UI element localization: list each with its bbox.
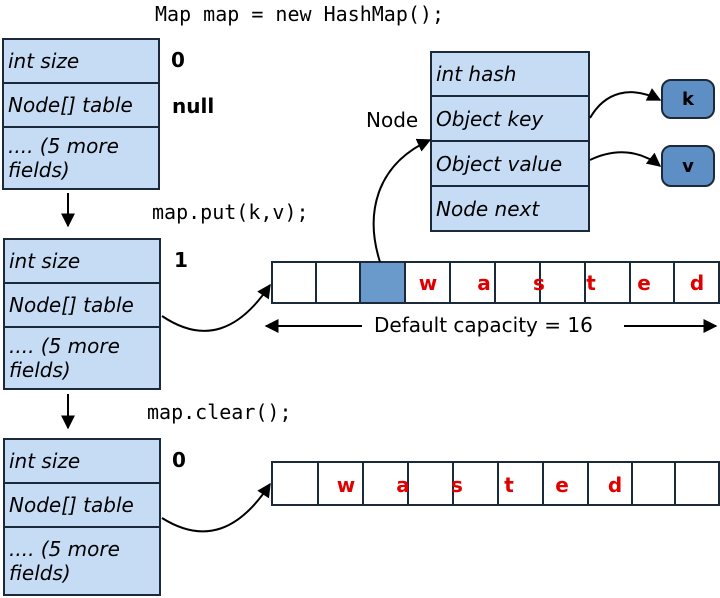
wasted-letter: s bbox=[451, 473, 463, 497]
field-node-table: Node[] table bbox=[5, 484, 159, 528]
array-slot bbox=[317, 461, 364, 506]
wasted-letter: w bbox=[336, 473, 356, 497]
field-more-fields: .... (5 more fields) bbox=[8, 134, 119, 182]
node-struct: int hash Object key Object value Node ne… bbox=[430, 51, 590, 232]
table-value-null: null bbox=[172, 94, 215, 118]
array-slot bbox=[271, 461, 319, 506]
array-slot bbox=[674, 461, 720, 506]
field-int-size: int size bbox=[5, 440, 159, 484]
wasted-letter: e bbox=[637, 271, 651, 295]
array-slot bbox=[631, 461, 676, 506]
node-label: Node bbox=[366, 108, 419, 132]
array-slot bbox=[542, 461, 589, 506]
hashmap-struct-initial: int size Node[] table .... (5 more field… bbox=[2, 38, 160, 190]
field-more-fields: .... (5 more fields) bbox=[9, 334, 120, 382]
size-value-after-clear: 0 bbox=[172, 448, 186, 472]
array-slot bbox=[452, 461, 499, 506]
field-node-table: Node[] table bbox=[5, 284, 159, 328]
size-value-after-put: 1 bbox=[174, 248, 188, 272]
code-line-clear: map.clear(); bbox=[147, 400, 292, 424]
array-slot bbox=[449, 261, 496, 304]
hashmap-struct-after-clear: int size Node[] table .... (5 more field… bbox=[3, 438, 161, 596]
slot-to-node-arrow bbox=[372, 138, 432, 263]
array-slot bbox=[271, 261, 317, 304]
node-field-next: Node next bbox=[436, 196, 540, 221]
capacity-label: Default capacity = 16 bbox=[374, 313, 593, 337]
key-object: k bbox=[661, 79, 715, 119]
size-value-initial: 0 bbox=[171, 48, 185, 72]
hashmap-struct-after-put: int size Node[] table .... (5 more field… bbox=[3, 238, 161, 390]
array-slot bbox=[673, 261, 720, 304]
array-slot bbox=[629, 261, 675, 304]
array-slot bbox=[362, 461, 409, 506]
array-slot bbox=[407, 461, 454, 506]
wasted-letter: d bbox=[689, 271, 705, 295]
node-field-value: Object value bbox=[432, 142, 588, 187]
key-arrow bbox=[589, 88, 662, 119]
value-object: v bbox=[661, 145, 715, 187]
code-line-put: map.put(k,v); bbox=[152, 200, 309, 224]
array-slot bbox=[587, 461, 633, 506]
wasted-letter: a bbox=[396, 473, 410, 497]
value-arrow bbox=[589, 151, 662, 167]
field-int-size: int size bbox=[5, 240, 159, 284]
node-field-key: Object key bbox=[432, 97, 588, 142]
array-slot bbox=[584, 261, 631, 304]
field-more-fields: .... (5 more fields) bbox=[9, 537, 120, 585]
wasted-letter: w bbox=[418, 271, 438, 295]
array-slot bbox=[497, 461, 544, 506]
wasted-letter: a bbox=[477, 271, 491, 295]
wasted-letter: t bbox=[504, 473, 514, 497]
table-pointer-arrow-2 bbox=[161, 482, 271, 533]
code-line-new-hashmap: Map map = new HashMap(); bbox=[155, 2, 444, 26]
wasted-letter: d bbox=[607, 473, 623, 497]
node-field-hash: int hash bbox=[432, 53, 588, 97]
field-int-size: int size bbox=[4, 40, 158, 84]
wasted-letter: e bbox=[555, 473, 569, 497]
array-slot bbox=[315, 261, 361, 304]
field-node-table: Node[] table bbox=[4, 84, 158, 128]
table-pointer-arrow-1 bbox=[161, 283, 271, 332]
wasted-letter: t bbox=[586, 271, 596, 295]
array-slot-occupied bbox=[359, 261, 406, 304]
wasted-letter: s bbox=[533, 271, 545, 295]
